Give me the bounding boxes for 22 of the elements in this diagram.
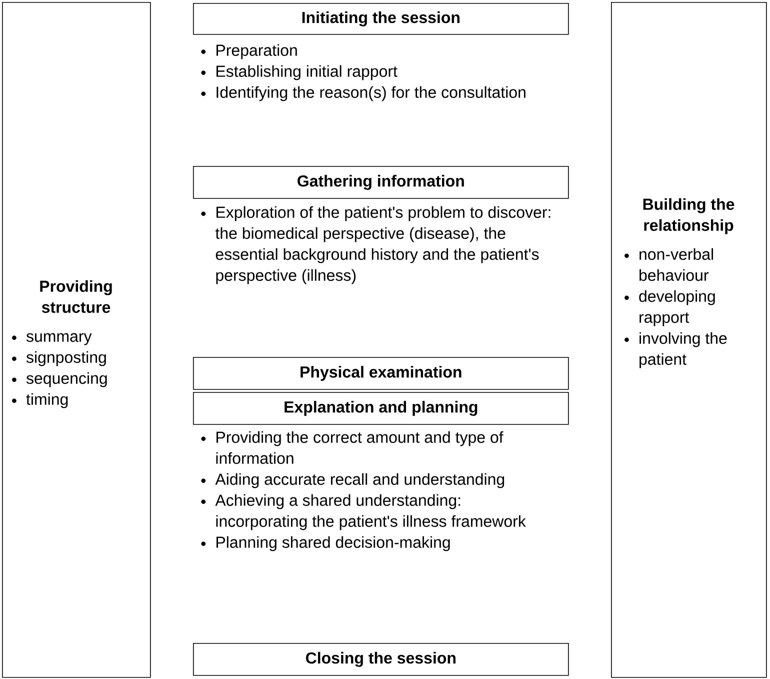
column-panel — [611, 2, 767, 678]
bullet-item: summary — [12, 333, 92, 346]
panel-title: Providing structure — [40, 280, 112, 313]
panel-title: Building the relationship — [643, 198, 734, 234]
stage-box: Initiating the session — [193, 3, 569, 35]
bullet-item: signposting — [12, 351, 106, 366]
bullet-item: Establishing initial rapport — [201, 65, 398, 80]
bullet-item: Preparation — [201, 44, 297, 60]
bullet-item: Planning shared decision-making — [201, 536, 450, 552]
bullet-item: Identifying the reason(s) for the consultation — [201, 86, 526, 102]
stage-box: Explanation and planning — [193, 392, 569, 425]
bullet-item: involving the patient — [624, 332, 727, 368]
bullet-item: Aiding accurate recall and understanding — [201, 473, 504, 488]
bullet-item: sequencing — [12, 372, 107, 388]
bullet-item: timing — [12, 393, 68, 408]
column-panel — [2, 2, 151, 678]
bullet-item: Exploration of the patient's problem to discover: the biomedical perspective (disease), the essential background history and the patient's perspective (illness) — [201, 206, 550, 284]
stage-box: Gathering information — [193, 166, 569, 199]
bullet-item: Providing the correct amount and type of information — [201, 431, 504, 464]
bullet-item: Achieving a shared understanding: incorporating the patient's illness framework — [201, 494, 526, 530]
stage-box: Physical examination — [193, 357, 569, 390]
stage-box: Closing the session — [193, 643, 569, 676]
